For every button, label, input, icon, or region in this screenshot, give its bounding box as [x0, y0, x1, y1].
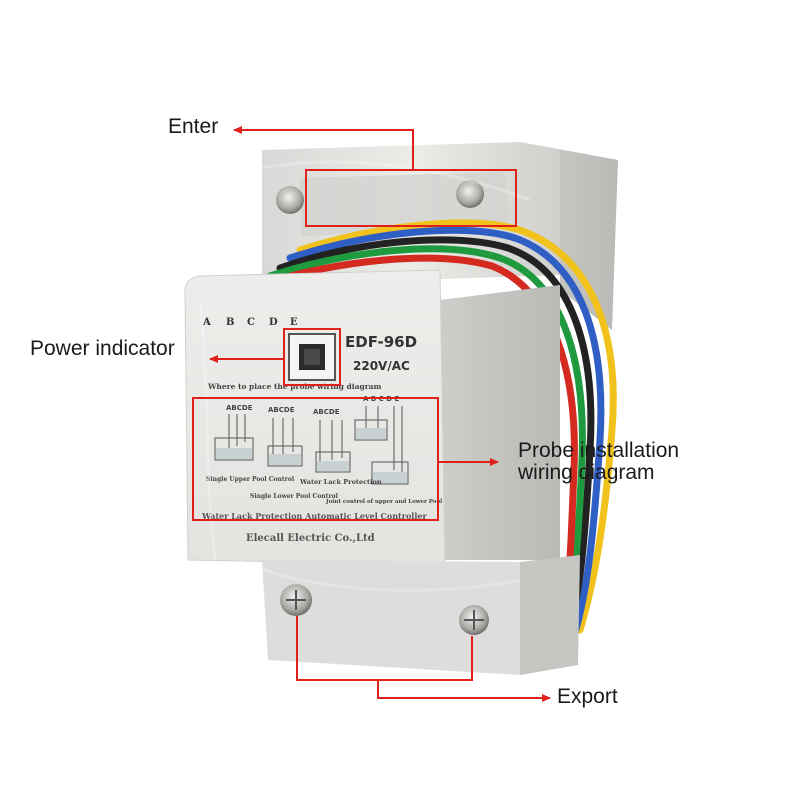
terminal-letter: B — [226, 317, 234, 328]
probe-label-line-2: wiring diagram — [518, 461, 655, 484]
terminal-letters: A B C D E — [202, 317, 298, 328]
model-number: EDF-96D — [345, 333, 417, 351]
callout-lines — [192, 126, 550, 698]
power-indicator — [288, 333, 336, 381]
diagram-group-label: ABCDE — [268, 406, 295, 414]
export-bracket — [296, 616, 550, 698]
power-indicator-label: Power indicator — [30, 337, 175, 360]
diagram-group-label: ABCDE — [313, 408, 340, 416]
probe-label-line-1: Probe installation — [518, 439, 680, 462]
caption-water-lack: Water Lack Protection — [299, 478, 382, 486]
diagram-title: Where to place the probe wiring diagram — [207, 382, 382, 391]
terminal-letter: A — [202, 317, 211, 328]
diagram-group-label: ABCDE — [226, 404, 253, 412]
caption-single-lower: Single Lower Pool Control — [250, 493, 339, 500]
housing-side — [440, 285, 560, 560]
terminal-letter: E — [290, 317, 298, 328]
enter-leader — [233, 126, 414, 170]
terminal-letter: D — [269, 317, 278, 328]
caption-single-upper: Single Upper Pool Control — [206, 476, 295, 483]
terminal-letter: C — [247, 317, 255, 328]
caption-joint: Joint control of upper and Lower Pool — [325, 499, 442, 505]
voltage-rating: 220V/AC — [353, 359, 410, 373]
power-highlight-box — [283, 328, 341, 386]
bottom-terminal-block — [262, 555, 580, 675]
probe-wiring-label: Probe installation wiring diagram — [518, 440, 679, 484]
housing-face — [184, 269, 446, 566]
enter-highlight-box — [305, 169, 517, 227]
enter-label: Enter — [168, 115, 219, 138]
probe-highlight-box — [192, 397, 439, 521]
maker-text: Elecall Electric Co.,Ltd — [246, 533, 375, 544]
plastic-wrap-sheen — [198, 160, 531, 592]
product-line-text: Water Lack Protection Automatic Level Co… — [201, 511, 427, 521]
export-label: Export — [557, 685, 618, 708]
